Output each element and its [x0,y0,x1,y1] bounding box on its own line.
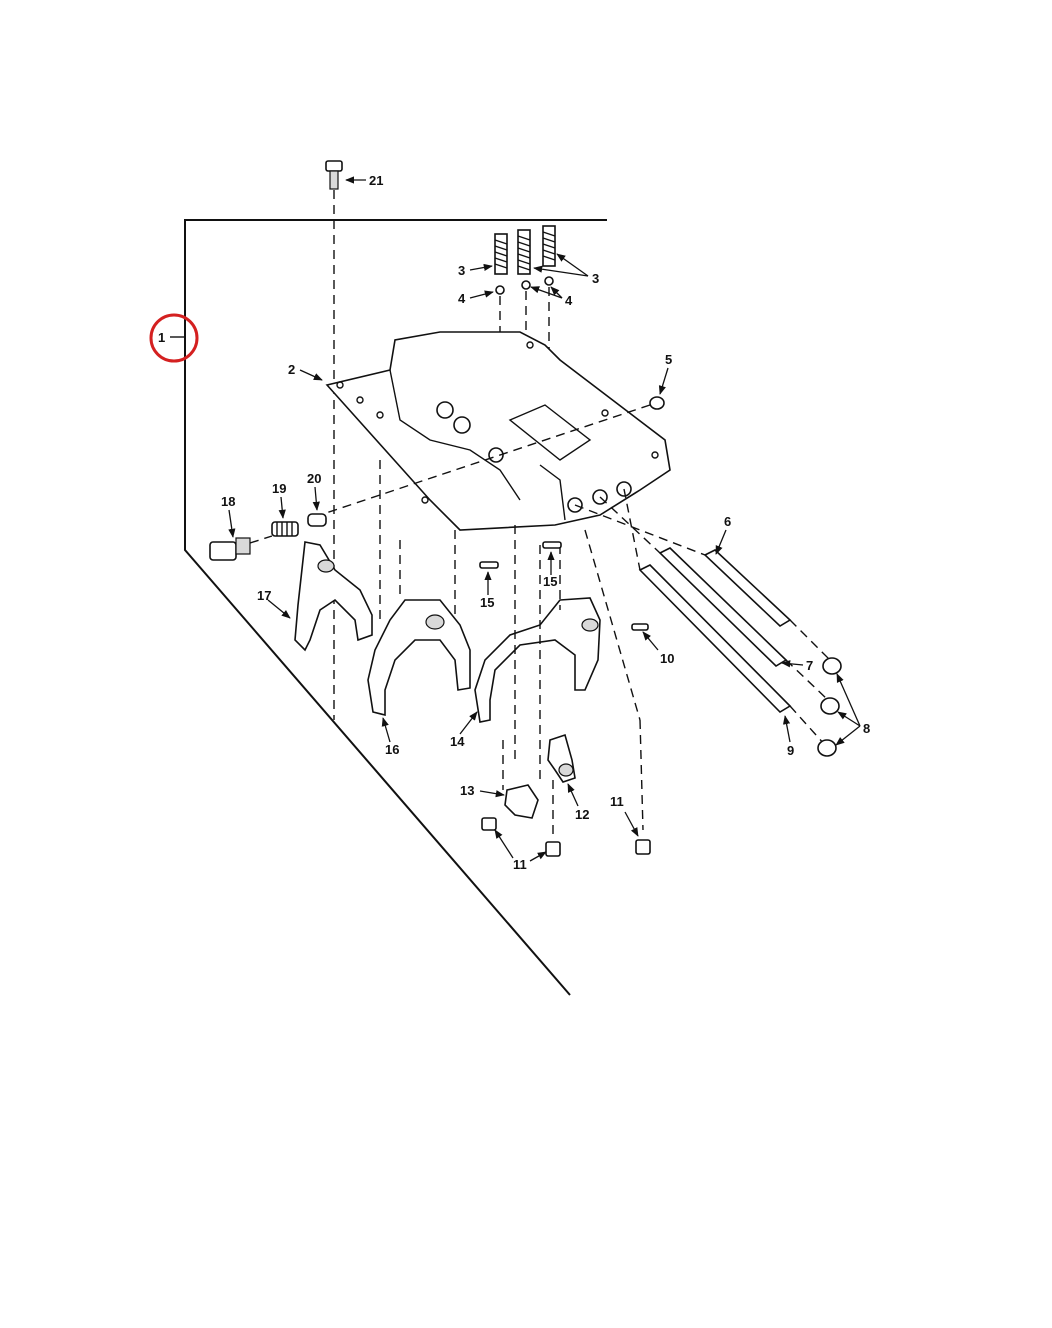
cover-housing-2 [325,331,671,531]
callout-6: 6 [724,514,731,529]
callout-17: 17 [257,588,271,603]
pins-15 [479,541,562,569]
callout-14: 14 [450,734,465,749]
callout-11-left: 11 [513,857,527,872]
callout-20: 20 [307,471,321,486]
callout-4-left: 4 [458,291,466,306]
shift-fork-14 [474,597,601,723]
callout-5: 5 [665,352,672,367]
callout-1: 1 [158,330,165,345]
callout-2: 2 [288,362,295,377]
callout-13: 13 [460,783,474,798]
callout-9: 9 [787,743,794,758]
callout-15-left: 15 [480,595,494,610]
shift-fork-16 [367,460,471,717]
callout-15-right: 15 [543,574,557,589]
shift-rails [574,488,831,746]
callout-8: 8 [863,721,870,736]
callout-18: 18 [221,494,235,509]
callout-11-right: 11 [610,794,624,809]
plug-5 [319,396,665,516]
plugs-8 [817,657,842,757]
callout-7: 7 [806,658,813,673]
callout-21: 21 [369,173,383,188]
detent-parts [209,513,327,561]
callout-16: 16 [385,742,399,757]
callouts: 1 2 21 3 3 4 4 5 18 19 20 17 16 15 15 14 [158,173,870,872]
highlight-circle [149,313,199,363]
shift-blocks [481,733,651,857]
callout-12: 12 [575,807,589,822]
callout-3-left: 3 [458,263,465,278]
assembly-frame [184,219,607,996]
callout-10: 10 [660,651,674,666]
callout-3-right: 3 [592,271,599,286]
bolt-21 [325,160,343,720]
callout-4-right: 4 [565,293,573,308]
callout-19: 19 [272,481,286,496]
shift-fork-17 [294,541,373,652]
guide-lines [454,525,644,840]
